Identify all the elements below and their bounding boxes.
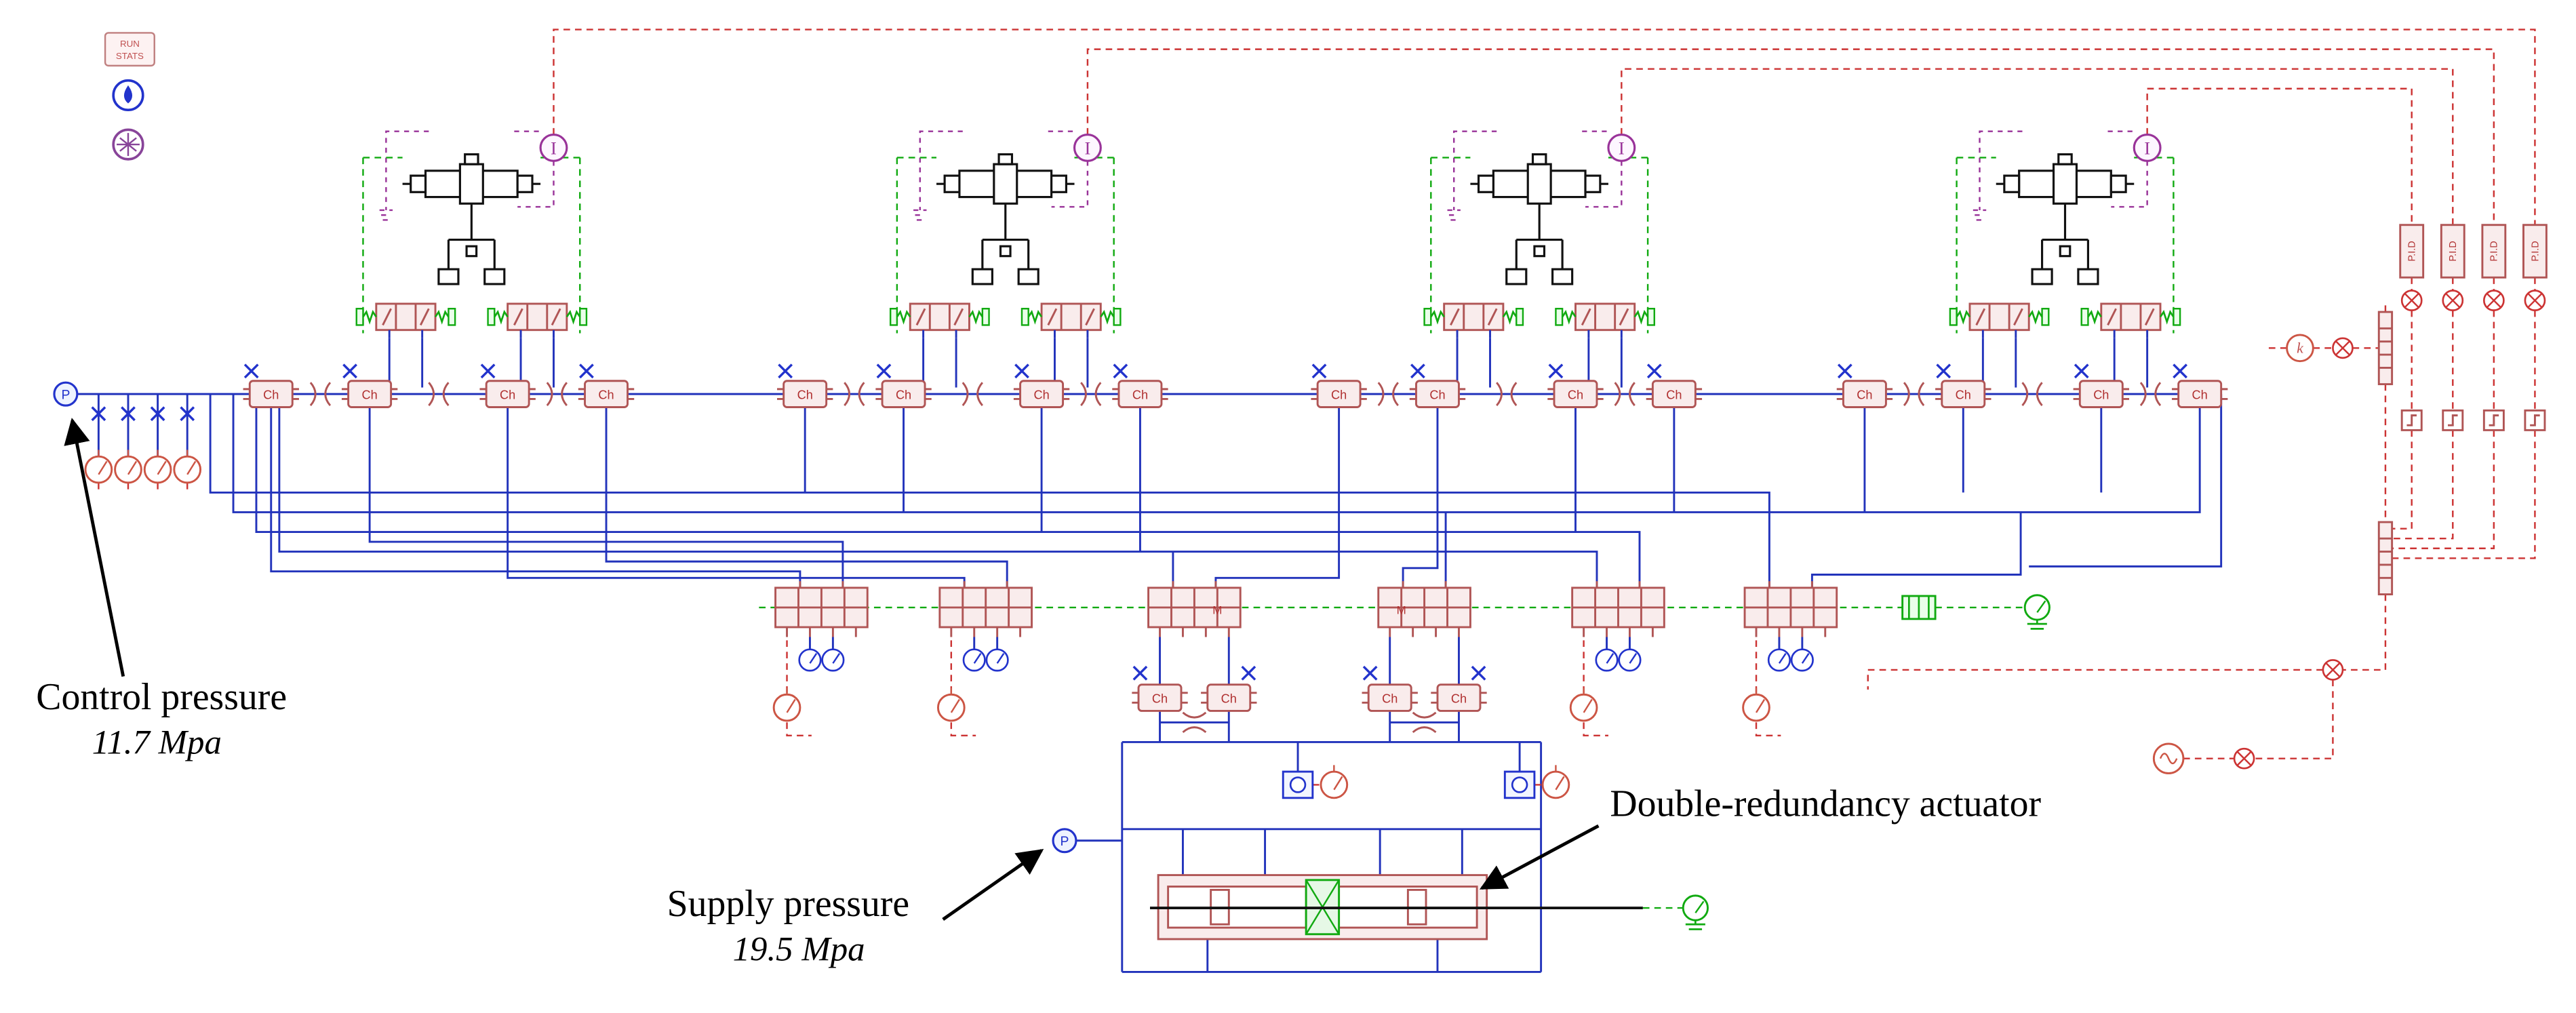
summing-junction[interactable] (2482, 290, 2505, 311)
speed-sensor[interactable] (2023, 594, 2050, 630)
annotation-arrow (1479, 824, 1600, 890)
pressure-gauge[interactable] (1541, 763, 1570, 799)
svg-text:19.5 Mpa: 19.5 Mpa (733, 931, 865, 969)
summing-junction[interactable] (2322, 659, 2344, 681)
mini-gauge[interactable] (1618, 648, 1642, 672)
channel-valve[interactable] (1200, 683, 1258, 712)
pressure-gauge[interactable] (772, 687, 801, 722)
double-redundancy-actuator[interactable] (1149, 874, 1643, 940)
saturation-block[interactable] (2524, 409, 2546, 431)
mini-gauge[interactable] (821, 648, 845, 672)
signal-mux-2[interactable] (2377, 521, 2394, 595)
pid-controller-4[interactable] (2522, 224, 2548, 279)
summing-junction[interactable] (2524, 290, 2546, 311)
supply-pressure-source[interactable] (1052, 828, 1077, 854)
supply-pressure-annotation: Supply pressure 19.5 Mpa (667, 849, 1044, 969)
mini-gauge[interactable] (1767, 648, 1791, 672)
saturation-block[interactable] (2442, 409, 2464, 431)
summing-junction[interactable] (2332, 337, 2354, 359)
channel-valve[interactable] (1361, 683, 1419, 712)
hydraulic-lines (77, 393, 2223, 973)
pressure-gauge[interactable] (1742, 687, 1770, 722)
servo-actuator-subsystem-4[interactable] (1837, 132, 2228, 408)
annotation-arrow (64, 418, 125, 677)
saturation-block[interactable] (2400, 409, 2423, 431)
summing-junction[interactable] (2400, 290, 2423, 311)
pressure-gauge[interactable] (143, 449, 172, 484)
valve-manifold-3[interactable] (1147, 580, 1242, 638)
summing-junction[interactable] (2233, 747, 2255, 770)
svg-text:Supply pressure: Supply pressure (667, 883, 909, 925)
pressure-gauge[interactable] (114, 449, 142, 484)
pid-controller-3[interactable] (2481, 224, 2507, 279)
valve-manifold-5[interactable] (1571, 580, 1665, 638)
shutoff-cross[interactable] (1132, 665, 1148, 681)
pilot-valve[interactable] (1503, 770, 1536, 799)
shutoff-cross[interactable] (1362, 665, 1379, 681)
motor-label: M (1397, 604, 1406, 617)
position-sensor[interactable] (1682, 894, 1709, 930)
pressure-gauge[interactable] (84, 449, 113, 484)
summing-junction[interactable] (2442, 290, 2464, 311)
run-stats-line2: STATS (116, 51, 144, 61)
pressure-gauge[interactable] (936, 687, 966, 722)
mini-gauge[interactable] (1595, 648, 1619, 672)
motor-label: M (1212, 604, 1222, 617)
annotation-arrow (942, 849, 1044, 921)
signal-mux-1[interactable] (2377, 311, 2394, 386)
mini-gauge[interactable] (798, 648, 822, 672)
signal-lines (98, 28, 2536, 786)
saturation-block[interactable] (2482, 409, 2505, 431)
svg-text:Control pressure: Control pressure (36, 676, 287, 718)
shutoff-cross[interactable] (1471, 665, 1486, 681)
valve-manifold-4[interactable] (1377, 580, 1471, 638)
svg-text:Double-redundancy actuator: Double-redundancy actuator (1610, 782, 2041, 825)
run-stats-button[interactable]: RUN STATS (104, 32, 155, 67)
mini-gauge[interactable] (962, 648, 986, 672)
servo-actuator-subsystem-2[interactable] (777, 132, 1168, 408)
valve-manifold-2[interactable] (938, 580, 1033, 638)
stopwatch-icon[interactable] (112, 128, 144, 161)
servo-actuator-subsystem-3[interactable] (1311, 132, 1702, 408)
valve-manifold-6[interactable] (1743, 580, 1838, 638)
control-pressure-source[interactable] (53, 381, 79, 407)
pilot-valve[interactable] (1282, 770, 1314, 799)
actuator-annotation: Double-redundancy actuator (1479, 782, 2042, 890)
shutoff-cross[interactable] (1240, 665, 1256, 681)
control-pressure-annotation: Control pressure 11.7 Mpa (36, 418, 287, 761)
pressure-gauge[interactable] (1320, 763, 1349, 799)
pressure-gauge[interactable] (173, 449, 202, 484)
valve-manifold-1[interactable] (774, 580, 869, 638)
mini-gauge[interactable] (1790, 648, 1814, 672)
run-stats-line1: RUN (120, 39, 140, 49)
pid-controller-2[interactable] (2440, 224, 2465, 279)
signal-source[interactable] (2152, 742, 2185, 774)
channel-valve[interactable] (1130, 683, 1189, 712)
pid-controller-1[interactable] (2399, 224, 2425, 279)
gain-block[interactable] (2286, 334, 2314, 363)
channel-valve[interactable] (1429, 683, 1488, 712)
pressure-gauge[interactable] (1569, 687, 1598, 722)
droplet-icon[interactable] (112, 79, 144, 112)
mini-gauge[interactable] (985, 648, 1009, 672)
load-mass-block[interactable] (1901, 595, 1937, 620)
servo-actuator-subsystem-1[interactable] (243, 132, 635, 408)
svg-text:11.7 Mpa: 11.7 Mpa (92, 723, 222, 761)
